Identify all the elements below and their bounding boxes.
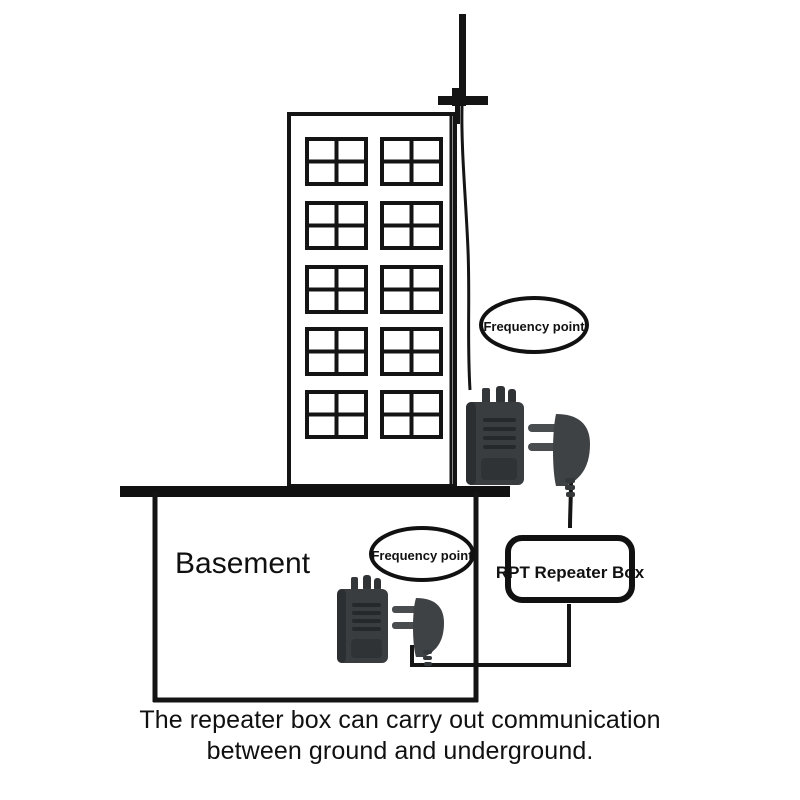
building-windows xyxy=(305,137,443,439)
window xyxy=(305,201,368,250)
window xyxy=(305,265,368,314)
caption: The repeater box can carry out communica… xyxy=(0,705,800,767)
caption-line-2: between ground and underground. xyxy=(206,737,594,765)
repeater-box-label: RPT Repeater Box xyxy=(496,563,645,582)
window xyxy=(305,390,368,439)
window xyxy=(380,327,443,376)
lower-radio-icon xyxy=(337,575,388,663)
antenna-icon xyxy=(438,14,488,124)
window xyxy=(305,327,368,376)
antenna-feedline xyxy=(460,105,472,391)
repeater-to-basement-cable xyxy=(410,604,571,667)
frequency-point-upper-label: Frequency point xyxy=(483,319,585,334)
window xyxy=(380,265,443,314)
window xyxy=(380,390,443,439)
callout-frequency-point-lower: Frequency point xyxy=(369,526,475,582)
callout-frequency-point-upper: Frequency point xyxy=(479,296,589,354)
upper-radio-icon xyxy=(466,386,524,485)
ground-line xyxy=(120,486,510,497)
lower-connector-icon xyxy=(392,598,444,666)
basement-label: Basement xyxy=(175,547,311,580)
building xyxy=(287,112,457,488)
upper-connector-icon xyxy=(528,414,590,497)
window xyxy=(305,137,368,186)
frequency-point-lower-label: Frequency point xyxy=(371,548,473,563)
caption-line-1: The repeater box can carry out communica… xyxy=(139,706,661,734)
window xyxy=(380,201,443,250)
window xyxy=(380,137,443,186)
repeater-box: RPT Repeater Box xyxy=(496,535,645,603)
